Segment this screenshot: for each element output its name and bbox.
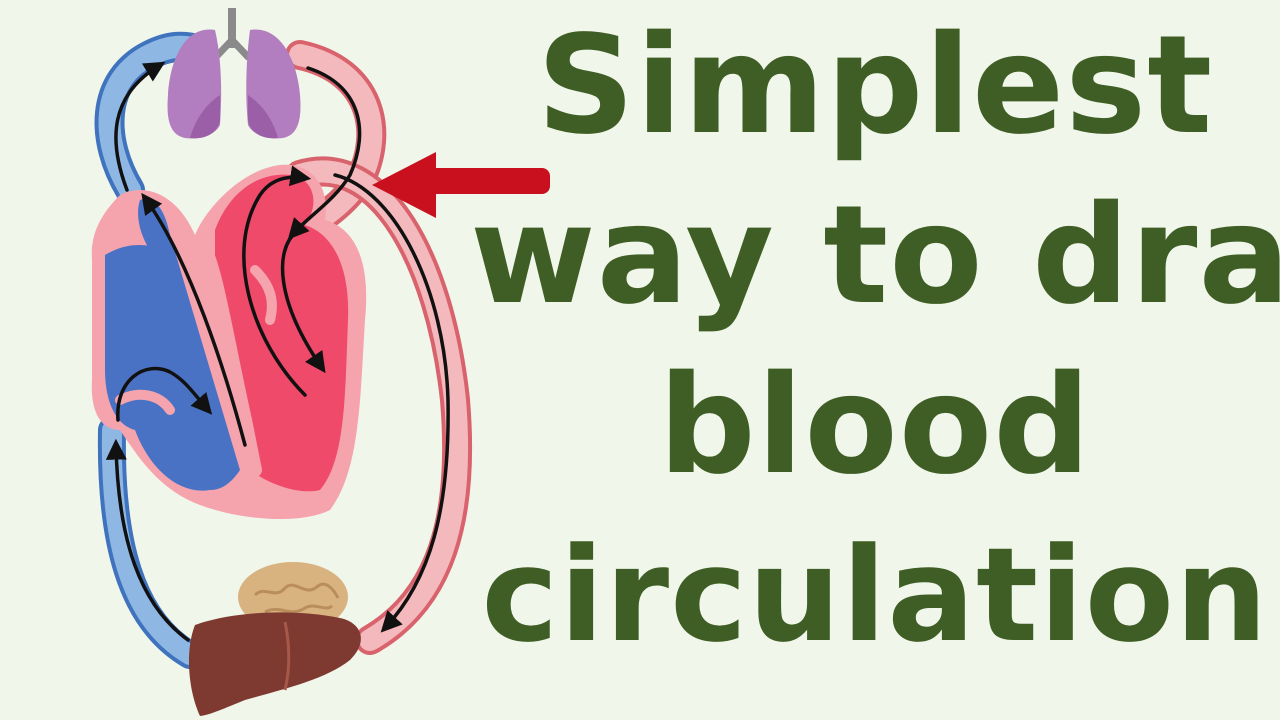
flow-arrow-vena-cava — [105, 438, 190, 642]
flow-arrow-left-ventricle — [280, 230, 326, 374]
title-line-2: way to draw — [470, 177, 1280, 335]
circulation-diagram — [91, 8, 550, 716]
title-block: Simplest way to draw blood circulation — [470, 0, 1280, 720]
flow-arrow-pulmonary-up — [114, 61, 166, 192]
title-line-1: Simplest — [536, 7, 1214, 165]
flow-arrow-right-atrium — [116, 366, 213, 422]
title-line-3: blood — [658, 347, 1092, 505]
lungs-icon — [167, 8, 301, 139]
flow-arrow-left-atrium — [242, 165, 312, 397]
flow-arrow-aorta — [333, 173, 450, 633]
pointer-arrow-icon — [372, 152, 550, 218]
title-line-4: circulation — [481, 519, 1269, 671]
heart-icon — [91, 164, 367, 520]
flow-arrow-right-ventricle — [141, 192, 247, 447]
flow-arrow-pulmonary-down — [287, 66, 362, 240]
flow-arrows — [105, 61, 450, 642]
liver-icon — [188, 612, 361, 716]
